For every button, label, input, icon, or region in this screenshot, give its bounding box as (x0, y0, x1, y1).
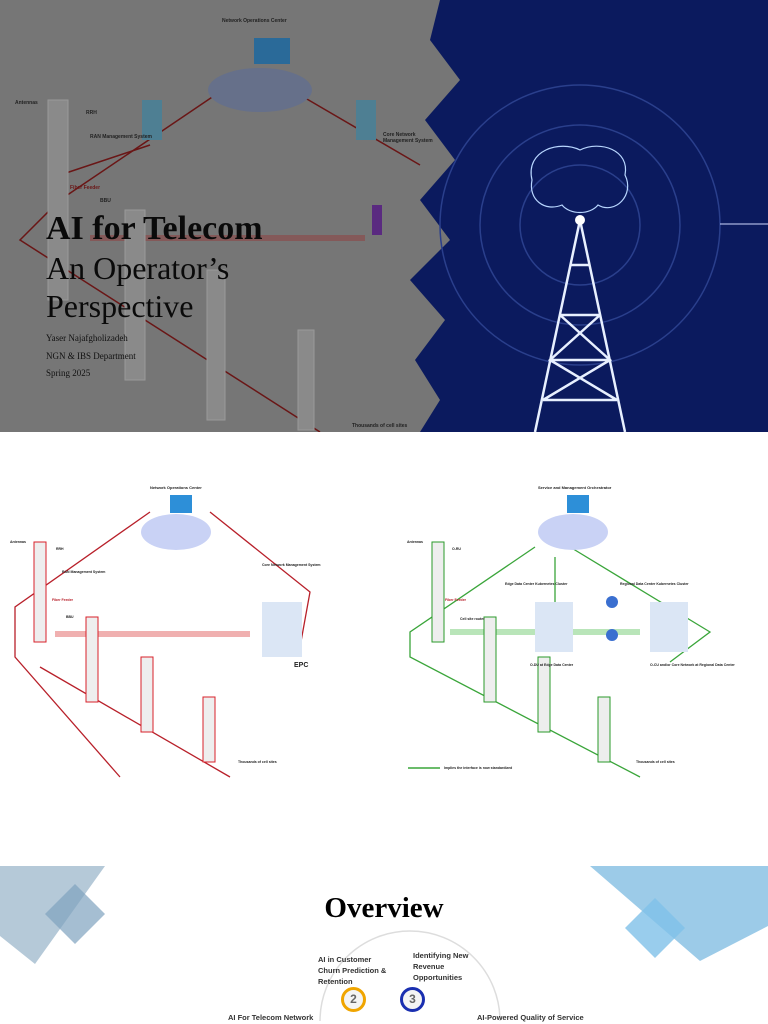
subtitle-line1: An Operator’s (46, 250, 230, 286)
right-label-edge: Edge Data Center Kubernetes Cluster (505, 582, 568, 586)
author: Yaser Najafgholizadeh (46, 333, 128, 343)
left-label-antennas: Antennas (10, 540, 26, 544)
right-diagram-title: Service and Management Orchestrator (538, 485, 612, 490)
architecture-comparison-slide: Network Operations Center Antennas RRH R… (0, 432, 768, 866)
right-label-odu: O-DU at Edge Data Center (530, 663, 574, 667)
title-slide: Network Operations Center Antennas RRH R… (0, 0, 768, 432)
right-label-cellsite: Cell site router (460, 617, 485, 621)
left-label-ran: RAN Management System (62, 570, 106, 574)
left-label-bbu: BBU (66, 615, 74, 619)
right-label-antennas: Antennas (407, 540, 423, 544)
diagram-label-rrh: RRH (86, 110, 97, 116)
ran-diagram-comparison (14, 495, 712, 778)
right-label-regional: Regional Data Center Kubernetes Cluster (620, 582, 689, 586)
left-label-rrh: RRH (56, 547, 64, 551)
right-label: AI-Powered Quality of Service (477, 1013, 584, 1022)
left-label-cells: Thousands of cell sites (238, 760, 277, 764)
right-label-fiber: Fiber Feeder (445, 598, 467, 602)
subtitle-line2: Perspective (46, 288, 194, 324)
left-label-fiber: Fiber Feeder (52, 598, 74, 602)
item-3-badge[interactable]: 3 (400, 987, 425, 1012)
presentation-title: AI for Telecom (46, 210, 263, 247)
department: NGN & IBS Department (46, 351, 136, 361)
left-label: AI For Telecom Network (228, 1013, 314, 1022)
right-label-cells: Thousands of cell sites (636, 760, 675, 764)
left-label-core: Core Network Management System (262, 563, 321, 567)
diagram-label-fiber: Fiber Feeder (70, 185, 101, 191)
right-legend: Implies the interface is now standardize… (444, 766, 513, 770)
item-3-number: 3 (409, 992, 416, 1006)
diagram-label-cells: Thousands of cell sites (352, 423, 408, 429)
network-diagram-background (18, 0, 768, 432)
left-label-epc: EPC (294, 662, 309, 669)
diagram-label-ran: RAN Management System (90, 134, 152, 140)
item-2-number: 2 (350, 992, 357, 1006)
diagram-label-bbu: BBU (100, 198, 111, 204)
term: Spring 2025 (46, 368, 91, 378)
right-label-ocu: O-CU and/or Core Network at Regional Dat… (650, 663, 735, 667)
overview-slide: Overview AI in Customer Churn Prediction… (0, 866, 768, 1024)
diagram-label-core: Core Network Management System (383, 132, 433, 144)
decorative-diamonds (0, 866, 768, 1022)
overview-title: Overview (324, 892, 444, 924)
left-diagram-title: Network Operations Center (150, 485, 202, 490)
diagram-label-antennas: Antennas (15, 100, 38, 106)
item-3-label: Identifying New Revenue Opportunities (413, 951, 469, 982)
item-2-badge[interactable]: 2 (341, 987, 366, 1012)
right-label-oru: O-RU (452, 547, 461, 551)
item-2-label: AI in Customer Churn Prediction & Retent… (318, 955, 387, 986)
diagram-label-noc: Network Operations Center (222, 18, 287, 24)
brain-icon (530, 145, 629, 214)
